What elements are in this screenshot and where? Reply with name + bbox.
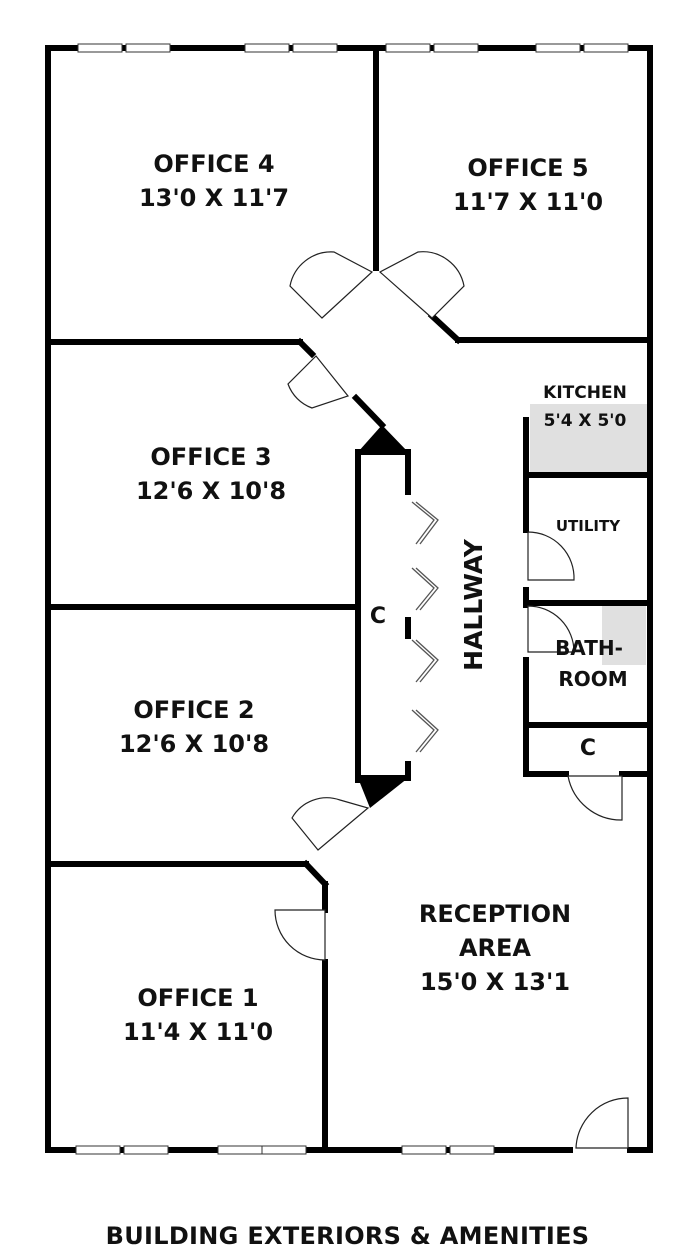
office4-name: OFFICE 4	[153, 150, 274, 178]
closet-wedge-top	[358, 425, 408, 452]
utility-name: UTILITY	[556, 517, 621, 535]
hallway-label: HALLWAY	[459, 538, 488, 671]
office4-size: 13'0 X 11'7	[139, 184, 289, 212]
bathroom-line1: BATH-	[555, 636, 623, 660]
caption: BUILDING EXTERIORS & AMENITIES	[105, 1222, 590, 1250]
reception-line1: RECEPTION	[419, 900, 571, 928]
kitchen-size: 5'4 X 5'0	[544, 411, 627, 431]
office2-name: OFFICE 2	[133, 696, 254, 724]
closet-hall-label: C	[370, 604, 386, 629]
office2-size: 12'6 X 10'8	[119, 730, 269, 758]
bifold-closet-doors	[411, 501, 439, 753]
windows	[75, 43, 629, 1155]
reception-line2: AREA	[459, 934, 531, 962]
closet-wedge-bottom	[358, 778, 408, 808]
office5-size: 11'7 X 11'0	[453, 188, 603, 216]
reception-size: 15'0 X 13'1	[420, 968, 570, 996]
office5-name: OFFICE 5	[467, 154, 588, 182]
office3-name: OFFICE 3	[150, 443, 271, 471]
doors	[274, 251, 629, 1149]
bathroom-line2: ROOM	[558, 667, 627, 691]
office1-size: 11'4 X 11'0	[123, 1018, 273, 1046]
office3-size: 12'6 X 10'8	[136, 477, 286, 505]
kitchen-name: KITCHEN	[543, 383, 627, 403]
floor-plan: OFFICE 4 13'0 X 11'7 OFFICE 5 11'7 X 11'…	[45, 43, 653, 1155]
closet-bath-label: C	[580, 736, 596, 761]
walls	[45, 45, 653, 1153]
office1-name: OFFICE 1	[137, 984, 258, 1012]
kitchen-counter	[530, 404, 648, 472]
bathroom-fixture	[602, 605, 646, 665]
